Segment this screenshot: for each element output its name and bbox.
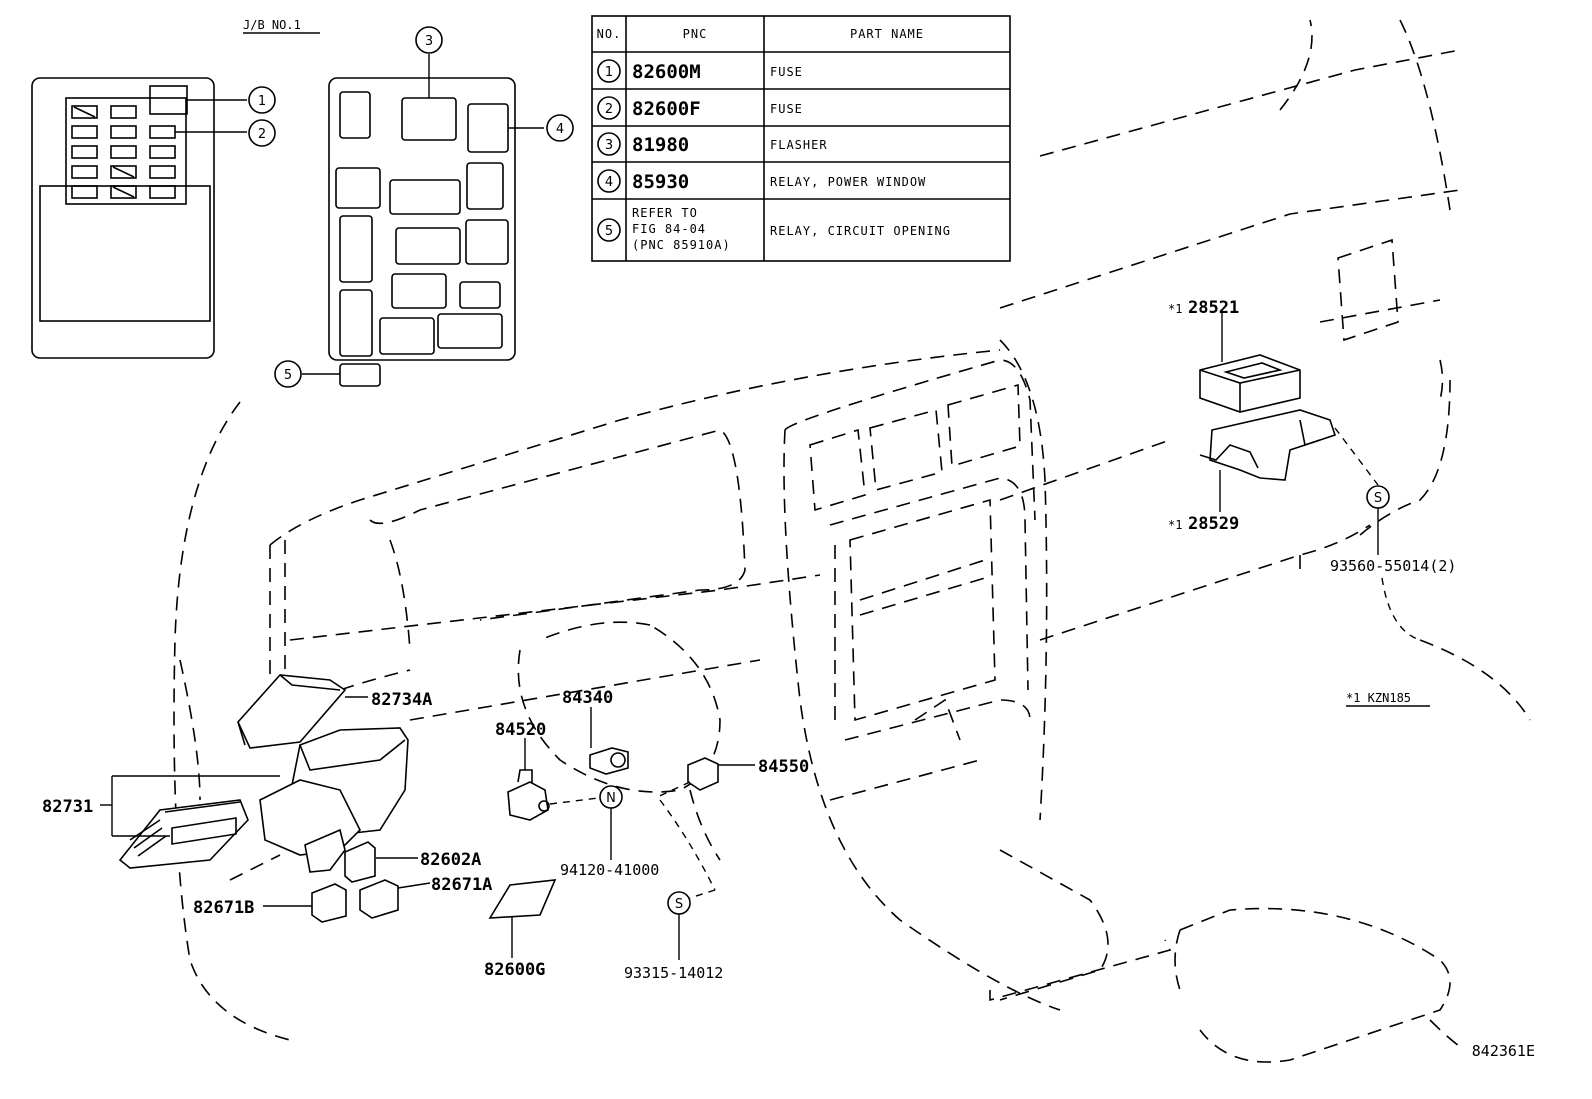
junction-block-rear <box>302 54 544 387</box>
jb-title-group: J/B NO.1 <box>243 18 320 34</box>
dashboard-outline <box>173 19 1531 1063</box>
table-row-name: FLASHER <box>770 138 828 152</box>
part-label-28529: 28529 <box>1188 514 1239 534</box>
part-label-93560: 93560-55014(2) <box>1330 557 1456 575</box>
table-row-name: FUSE <box>770 102 803 116</box>
flasher-box <box>401 97 457 141</box>
svg-text:5: 5 <box>284 368 292 383</box>
star-note-label: *1 <box>1168 518 1182 532</box>
table-row-name: FUSE <box>770 65 803 79</box>
svg-text:3: 3 <box>425 34 433 49</box>
junction-block-front <box>31 77 247 359</box>
model-note: *1 KZN185 <box>1346 691 1430 707</box>
part-label-82671A: 82671A <box>431 875 492 895</box>
table-row-pnc: 82600F <box>632 98 701 120</box>
part-28529-label-group: *1 28529 <box>1168 514 1239 534</box>
part-28521-ecu <box>1199 312 1301 413</box>
table-row-name: RELAY, CIRCUIT OPENING <box>770 224 951 238</box>
fuse-82600m-box <box>149 85 188 115</box>
part-label-82731: 82731 <box>42 797 93 817</box>
svg-text:1: 1 <box>258 94 266 109</box>
part-label-93315: 93315-14012 <box>624 964 723 982</box>
screw-symbol-s-right: S <box>1366 485 1421 641</box>
part-label-82600G: 82600G <box>484 960 545 980</box>
table-row-no: 3 <box>605 138 613 153</box>
svg-text:2: 2 <box>258 127 266 142</box>
svg-text:4: 4 <box>556 122 564 137</box>
part-82671A-relay <box>359 879 431 919</box>
part-label-84520: 84520 <box>495 720 546 740</box>
table-header-pnc: PNC <box>683 27 708 41</box>
part-label-82602A: 82602A <box>420 850 481 870</box>
callout-5: 5 <box>274 360 302 388</box>
nut-symbol-n: N <box>599 785 623 860</box>
table-row-pnc: 85930 <box>632 171 689 193</box>
parts-table: NO. PNC PART NAME 1 82600M FUSE 2 82600F… <box>591 15 1011 262</box>
callout-2: 2 <box>248 119 276 147</box>
table-header-no: NO. <box>597 27 622 41</box>
part-28529-bracket <box>1199 409 1379 512</box>
table-row-no: 2 <box>605 102 613 117</box>
part-84520-switch <box>507 738 599 821</box>
screw-symbol-s-center: S <box>659 799 716 960</box>
part-82671B-relay <box>263 883 347 923</box>
table-row-no: 1 <box>605 65 613 80</box>
part-28521-label-group: *1 28521 <box>1168 298 1239 318</box>
svg-text:N: N <box>606 791 616 806</box>
callout-1: 1 <box>248 86 276 114</box>
part-84340-switch <box>589 707 629 775</box>
drawing-number: 842361E <box>1472 1042 1535 1060</box>
callout-3: 3 <box>415 26 443 54</box>
table-header-part-name: PART NAME <box>850 27 924 41</box>
part-82731-leader <box>100 775 280 837</box>
power-window-relay-box <box>467 103 509 153</box>
table-row-pnc-line: (PNC 85910A) <box>632 238 731 252</box>
table-row-no: 4 <box>605 175 613 190</box>
part-label-82671B: 82671B <box>193 898 254 918</box>
table-row-pnc-line: FIG 84-04 <box>632 222 706 236</box>
part-82600G-fuse <box>488 879 557 958</box>
svg-text:S: S <box>1374 491 1382 506</box>
star-note-label: *1 <box>1168 302 1182 316</box>
table-row-pnc: 81980 <box>632 134 689 156</box>
jb-title: J/B NO.1 <box>243 18 301 32</box>
table-row-name: RELAY, POWER WINDOW <box>770 175 926 189</box>
model-note-label: *1 KZN185 <box>1346 691 1411 705</box>
callout-4: 4 <box>546 114 574 142</box>
svg-text:S: S <box>675 897 683 912</box>
part-82602A-relay <box>344 841 418 883</box>
part-84550-switch <box>654 757 755 799</box>
circuit-opening-relay-box <box>339 363 381 387</box>
part-label-84340: 84340 <box>562 688 613 708</box>
table-row-pnc-line: REFER TO <box>632 206 698 220</box>
part-82734A-cover <box>237 674 368 749</box>
part-label-84550: 84550 <box>758 757 809 777</box>
part-label-94120: 94120-41000 <box>560 861 659 879</box>
part-label-82734A: 82734A <box>371 690 432 710</box>
table-row-no: 5 <box>605 224 613 239</box>
table-row-pnc: 82600M <box>632 61 701 83</box>
part-82731-relay-block <box>118 727 409 873</box>
part-label-28521: 28521 <box>1188 298 1239 318</box>
